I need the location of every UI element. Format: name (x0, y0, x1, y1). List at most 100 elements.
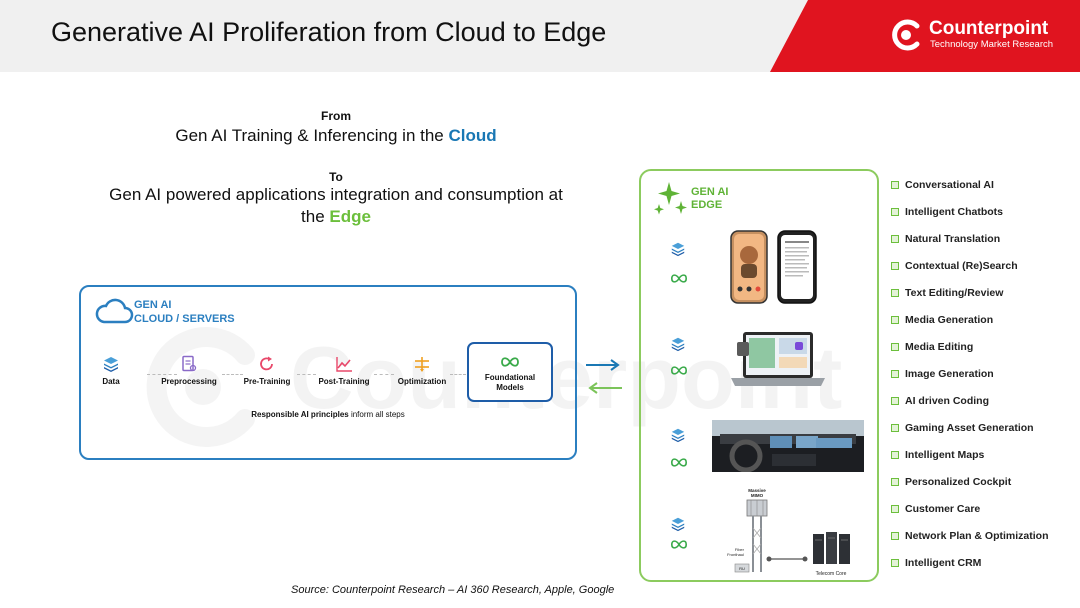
pipeline-step-data: Data (71, 355, 151, 386)
pipeline-step-post-training: Post-Training (304, 355, 384, 386)
application-label: Natural Translation (905, 233, 1001, 245)
bullet-icon (891, 397, 899, 405)
bullet-icon (891, 181, 899, 189)
bullet-icon (891, 262, 899, 270)
foundational-line1: Foundational (484, 373, 536, 382)
application-label: Customer Care (905, 503, 981, 515)
car-cockpit-image (712, 420, 864, 472)
tuning-icon (415, 357, 429, 372)
bullet-icon (891, 532, 899, 540)
cloud-icon (95, 298, 134, 324)
brand-tagline: Technology Market Research (930, 39, 1054, 50)
bullet-icon (891, 316, 899, 324)
ru-label: RU (739, 566, 745, 571)
step-connector (222, 374, 243, 375)
fiber-label-1: Fiber (735, 547, 745, 552)
cloud-servers-panel: GEN AI CLOUD / SERVERS Data Preprocessin… (79, 285, 577, 460)
watermark-logo-icon (146, 327, 255, 447)
to-line-1: Gen AI powered applications integration … (109, 185, 563, 204)
application-label: Media Editing (905, 341, 974, 353)
application-label: Intelligent CRM (905, 557, 982, 569)
step-label: Post-Training (318, 377, 370, 386)
cloud-emphasis: Cloud (448, 126, 497, 145)
bullet-icon (891, 289, 899, 297)
from-label: From (321, 109, 351, 123)
application-label: Personalized Cockpit (905, 476, 1012, 488)
step-connector (297, 374, 316, 375)
step-connector (450, 374, 466, 375)
foundational-models-label: Foundational Models (469, 373, 551, 393)
responsible-ai-note: Responsible AI principles inform all ste… (81, 410, 575, 419)
infinity-icon (670, 366, 688, 375)
brand-band (770, 0, 1080, 72)
mimo-label-1: Massive (748, 488, 766, 493)
bullet-icon (891, 451, 899, 459)
foundational-models-box: Foundational Models (467, 342, 553, 402)
layers-icon (671, 242, 685, 257)
from-line: Gen AI Training & Inferencing in the Clo… (136, 126, 536, 146)
application-label: Intelligent Maps (905, 449, 985, 461)
step-connector (374, 374, 394, 375)
layers-icon (671, 337, 685, 352)
application-label: Image Generation (905, 368, 994, 380)
infinity-icon (670, 540, 688, 549)
edge-emphasis: Edge (329, 207, 371, 226)
page-title: Generative AI Proliferation from Cloud t… (51, 17, 607, 47)
document-icon (182, 355, 197, 372)
edge-panel: GEN AI EDGE (639, 169, 879, 582)
application-label: Media Generation (905, 314, 994, 326)
bullet-icon (891, 505, 899, 513)
telecom-core-label: Telecom Core (816, 571, 847, 577)
application-label: Text Editing/Review (905, 287, 1004, 299)
to-text-prefix: the (301, 207, 330, 226)
step-label: Optimization (397, 377, 447, 386)
edge-title-line1: GEN AI (691, 186, 729, 198)
edge-title-line2: EDGE (691, 199, 723, 211)
step-label: Data (102, 377, 120, 386)
counterpoint-logo-icon (892, 19, 920, 51)
cloud-edge-arrows (586, 359, 622, 394)
application-label: Network Plan & Optimization (905, 530, 1049, 542)
application-label: Intelligent Chatbots (905, 206, 1003, 218)
application-label: AI driven Coding (905, 395, 989, 407)
application-label: Gaming Asset Generation (905, 422, 1034, 434)
edge-panel-title: GEN AI EDGE (691, 186, 729, 212)
bullet-icon (891, 370, 899, 378)
application-label: Conversational AI (905, 179, 994, 191)
smartphone-image (730, 230, 817, 304)
bullet-icon (891, 424, 899, 432)
brand-logo: Counterpoint Technology Market Research (891, 16, 1066, 56)
step-connector (147, 374, 177, 375)
bullet-icon (891, 208, 899, 216)
laptop-image (731, 332, 825, 386)
line-chart-icon (336, 357, 352, 372)
sparkle-icon (654, 182, 687, 215)
principles-bold: Responsible AI principles (251, 410, 349, 419)
bullet-icon (891, 235, 899, 243)
from-text: Gen AI Training & Inferencing in the (175, 126, 449, 145)
step-label: Pre-Training (243, 377, 291, 386)
bullet-icon (891, 343, 899, 351)
to-line-2: the Edge (236, 207, 436, 227)
layers-icon (671, 517, 685, 532)
source-note: Source: Counterpoint Research – AI 360 R… (291, 584, 615, 596)
infinity-icon (670, 274, 688, 283)
brand-name: Counterpoint (929, 18, 1049, 39)
pipeline-step-preprocessing: Preprocessing (149, 355, 229, 386)
refresh-icon (260, 356, 273, 371)
to-label: To (329, 170, 343, 184)
telecom-network-image: Massive MIMO Fiber Fronthaul RU Telecom … (727, 488, 850, 577)
infinity-icon (501, 357, 519, 367)
pipeline-step-pre-training: Pre-Training (227, 355, 307, 386)
application-label: Contextual (Re)Search (905, 260, 1018, 272)
principles-rest: inform all steps (348, 410, 405, 419)
infinity-icon (670, 458, 688, 467)
mimo-label-2: MIMO (751, 493, 764, 498)
pipeline-step-optimization: Optimization (382, 355, 462, 386)
cloud-title-line2: CLOUD / SERVERS (134, 313, 235, 325)
cloud-title-line1: GEN AI (134, 299, 172, 311)
step-label: Preprocessing (161, 377, 217, 386)
cloud-panel-title: GEN AI CLOUD / SERVERS (134, 298, 235, 326)
layers-icon (104, 357, 118, 372)
header-bar: Generative AI Proliferation from Cloud t… (0, 0, 1080, 72)
